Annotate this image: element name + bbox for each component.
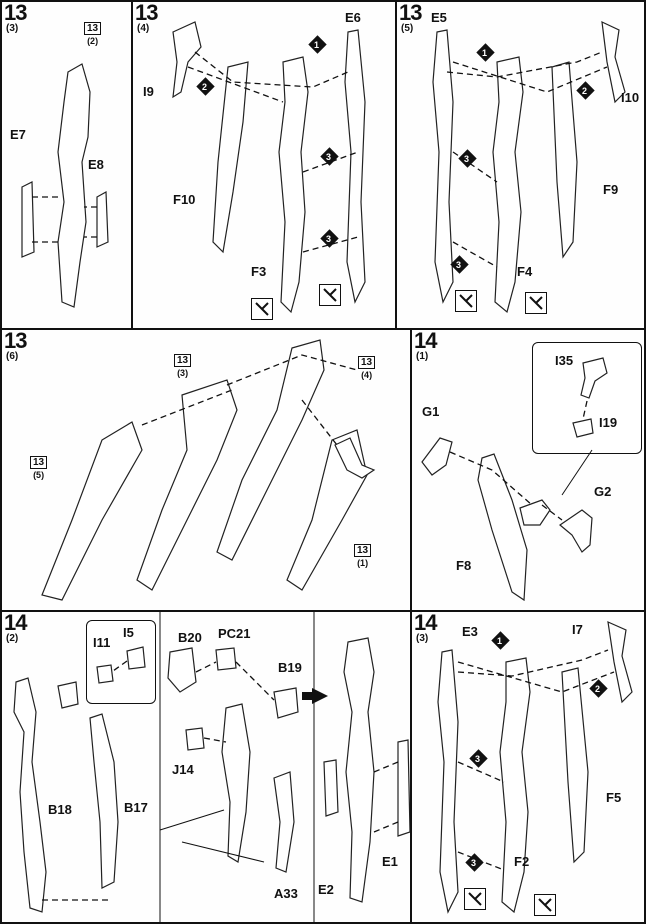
panel-14-2: 14 (2) I11 I5 bbox=[0, 610, 412, 924]
sequence-badge: 3 bbox=[320, 229, 339, 248]
part-label: F5 bbox=[606, 790, 622, 805]
part-label: G2 bbox=[594, 484, 612, 499]
sequence-badge: 3 bbox=[458, 149, 477, 168]
panel-13-4: 13 (4) 1 2 3 3 bbox=[131, 0, 397, 330]
svg-text:2: 2 bbox=[595, 684, 600, 694]
step-number: 13 bbox=[4, 0, 28, 25]
step-substep: (5) bbox=[401, 23, 414, 34]
sequence-badge: 1 bbox=[491, 631, 510, 650]
step-substep: (2) bbox=[6, 633, 19, 644]
part-label: B19 bbox=[278, 660, 302, 675]
step-substep: (3) bbox=[6, 23, 19, 34]
detail-inset: I35 I19 bbox=[532, 342, 642, 454]
part-label: E3 bbox=[462, 624, 478, 639]
part-label: I5 bbox=[123, 625, 134, 640]
sequence-badge: 2 bbox=[196, 77, 215, 96]
part-label: E7 bbox=[10, 127, 26, 142]
panel-14-3: 14 (3) 1 2 3 3 bbox=[410, 610, 646, 924]
part-label: I10 bbox=[621, 90, 640, 105]
svg-text:3: 3 bbox=[326, 234, 331, 244]
nipper-icon bbox=[525, 292, 547, 314]
panel-14-1: 14 (1) I35 I19 G1 G2 F8 bbox=[410, 328, 646, 612]
nipper-icon bbox=[455, 290, 477, 312]
part-label: F9 bbox=[603, 182, 619, 197]
part-label: B17 bbox=[124, 800, 148, 815]
nipper-icon bbox=[464, 888, 486, 910]
sequence-badge: 1 bbox=[476, 43, 495, 62]
part-label: B18 bbox=[48, 802, 72, 817]
svg-text:3: 3 bbox=[471, 858, 476, 868]
step-number: 14 bbox=[414, 328, 438, 353]
part-label: J14 bbox=[172, 762, 194, 777]
step-number: 13 bbox=[4, 328, 28, 353]
part-label: F8 bbox=[456, 558, 472, 573]
part-label: E2 bbox=[318, 882, 334, 897]
svg-text:1: 1 bbox=[314, 40, 319, 50]
svg-text:2: 2 bbox=[582, 86, 587, 96]
part-label: I7 bbox=[572, 622, 583, 637]
part-label: F4 bbox=[517, 264, 533, 279]
assembly-drawing bbox=[41, 339, 376, 601]
sequence-badge: 3 bbox=[469, 749, 488, 768]
part-label: I35 bbox=[555, 353, 574, 368]
reference-step: 13 (2) bbox=[84, 18, 102, 46]
sequence-badge: 1 bbox=[308, 35, 327, 54]
assembly-drawing: 1 2 3 3 bbox=[172, 21, 366, 314]
svg-text:1: 1 bbox=[497, 636, 502, 646]
nipper-icon bbox=[319, 284, 341, 306]
sequence-badge: 2 bbox=[576, 81, 595, 100]
step-substep: (4) bbox=[137, 23, 150, 34]
part-label: E5 bbox=[431, 10, 447, 25]
part-label: E1 bbox=[382, 854, 398, 869]
svg-text:3: 3 bbox=[475, 754, 480, 764]
detail-inset: I11 I5 bbox=[86, 620, 156, 704]
step-number: 14 bbox=[4, 610, 28, 635]
panel-13-6: 13 (6) 13 (3) 13 (4) 13 (5) 13 (1) bbox=[0, 328, 412, 612]
step-number: 13 bbox=[399, 0, 423, 25]
assembly-drawing bbox=[13, 612, 410, 922]
step-substep: (6) bbox=[6, 351, 19, 362]
part-label: B20 bbox=[178, 630, 202, 645]
part-label: I9 bbox=[143, 84, 154, 99]
part-label: F2 bbox=[514, 854, 530, 869]
sequence-badge: 3 bbox=[320, 147, 339, 166]
panel-13-3: 13 (3) 13 (2) E7 E8 bbox=[0, 0, 133, 330]
assembly-drawing bbox=[421, 437, 593, 602]
part-label: F10 bbox=[173, 192, 196, 207]
sequence-badge: 2 bbox=[589, 679, 608, 698]
part-label: A33 bbox=[274, 886, 298, 901]
part-label: PC21 bbox=[218, 626, 251, 641]
svg-text:2: 2 bbox=[202, 82, 207, 92]
step-substep: (3) bbox=[416, 633, 429, 644]
nipper-icon bbox=[534, 894, 556, 916]
part-label: E6 bbox=[345, 10, 361, 25]
nipper-icon bbox=[251, 298, 273, 320]
svg-text:1: 1 bbox=[482, 48, 487, 58]
step-substep: (1) bbox=[416, 351, 429, 362]
part-label: F3 bbox=[251, 264, 267, 279]
step-number: 13 bbox=[135, 0, 159, 25]
sequence-badge: 3 bbox=[450, 255, 469, 274]
part-label: I11 bbox=[93, 635, 111, 650]
sequence-badge: 3 bbox=[465, 853, 484, 872]
part-label: G1 bbox=[422, 404, 440, 419]
svg-text:3: 3 bbox=[456, 260, 461, 270]
reference-step: 13 (1) bbox=[354, 540, 372, 568]
reference-step: 13 (3) bbox=[174, 350, 192, 378]
assembly-drawing: 1 2 3 3 bbox=[432, 20, 626, 314]
reference-step: 13 (5) bbox=[30, 452, 48, 480]
assembly-drawing: 1 2 3 3 bbox=[437, 621, 633, 914]
panel-13-5: 13 (5) 1 2 3 3 bbox=[395, 0, 646, 330]
reference-step: 13 (4) bbox=[358, 352, 376, 380]
part-label: I19 bbox=[599, 415, 618, 430]
svg-text:3: 3 bbox=[326, 152, 331, 162]
step-number: 14 bbox=[414, 610, 438, 635]
svg-text:3: 3 bbox=[464, 154, 469, 164]
assembly-drawing bbox=[21, 63, 109, 308]
part-label: E8 bbox=[88, 157, 104, 172]
